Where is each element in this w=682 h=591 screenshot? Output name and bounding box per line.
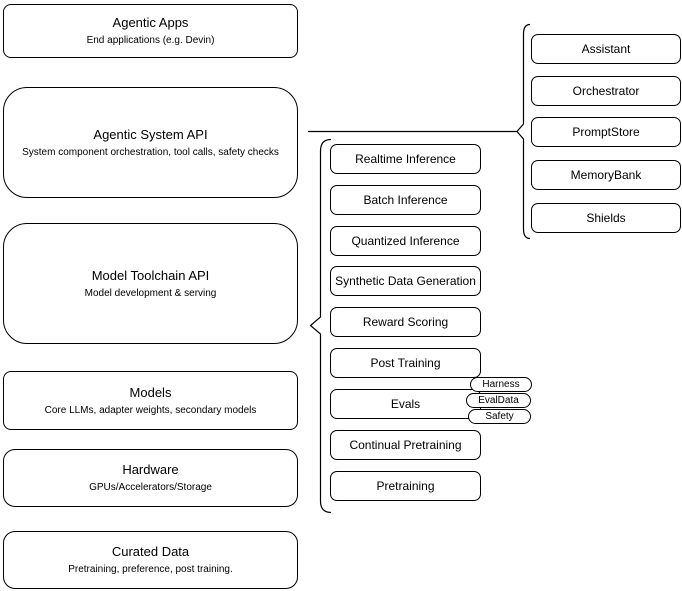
node-synthetic-data-generation: Synthetic Data Generation	[330, 266, 481, 296]
node-orchestrator: Orchestrator	[531, 76, 681, 106]
node-label: Continual Pretraining	[349, 438, 462, 452]
node-continual-pretraining: Continual Pretraining	[330, 430, 481, 460]
node-subtitle: Core LLMs, adapter weights, secondary mo…	[44, 404, 257, 416]
system-components-group-brace	[516, 23, 531, 240]
node-subtitle: Model development & serving	[84, 287, 217, 299]
node-post-training: Post Training	[330, 348, 481, 378]
node-label: Batch Inference	[363, 193, 448, 207]
node-label: Assistant	[581, 42, 631, 56]
node-title: Model Toolchain API	[91, 267, 210, 283]
node-reward-scoring: Reward Scoring	[330, 307, 481, 337]
node-realtime-inference: Realtime Inference	[330, 144, 481, 174]
tag-label: Safety	[485, 411, 514, 422]
node-memorybank: MemoryBank	[531, 160, 681, 190]
node-subtitle: System component orchestration, tool cal…	[22, 146, 279, 158]
node-batch-inference: Batch Inference	[330, 185, 481, 215]
node-subtitle: Pretraining, preference, post training.	[68, 564, 233, 575]
node-title: Models	[129, 384, 172, 400]
node-model-toolchain-api: Model Toolchain API Model development & …	[3, 223, 298, 344]
node-title: Agentic System API	[93, 126, 208, 142]
node-agentic-system-api: Agentic System API System component orch…	[3, 87, 298, 198]
tag-safety: Safety	[468, 409, 531, 424]
node-label: Orchestrator	[572, 84, 640, 98]
node-evals: Evals	[330, 389, 481, 419]
node-assistant: Assistant	[531, 34, 681, 64]
node-label: Pretraining	[376, 479, 435, 493]
node-title: Hardware	[122, 462, 179, 477]
node-label: Synthetic Data Generation	[335, 274, 476, 288]
node-agentic-apps: Agentic Apps End applications (e.g. Devi…	[3, 4, 298, 58]
node-subtitle: GPUs/Accelerators/Storage	[89, 482, 212, 493]
node-title: Agentic Apps	[112, 15, 189, 30]
node-hardware: Hardware GPUs/Accelerators/Storage	[3, 449, 298, 507]
node-label: Evals	[390, 397, 421, 411]
toolchain-group-brace	[309, 138, 332, 514]
node-label: PromptStore	[572, 125, 640, 139]
node-pretraining: Pretraining	[330, 471, 481, 501]
node-subtitle: End applications (e.g. Devin)	[86, 35, 215, 46]
node-label: Realtime Inference	[355, 152, 456, 166]
node-curated-data: Curated Data Pretraining, preference, po…	[3, 531, 298, 589]
tag-label: EvalData	[478, 395, 519, 406]
node-label: MemoryBank	[570, 168, 642, 182]
node-title: Curated Data	[111, 544, 190, 559]
node-label: Quantized Inference	[351, 234, 460, 248]
node-label: Shields	[586, 211, 626, 225]
node-quantized-inference: Quantized Inference	[330, 226, 481, 256]
node-shields: Shields	[531, 203, 681, 233]
node-label: Reward Scoring	[362, 315, 449, 329]
node-label: Post Training	[370, 356, 441, 370]
node-models: Models Core LLMs, adapter weights, secon…	[3, 371, 298, 430]
tag-harness: Harness	[470, 377, 532, 392]
tag-label: Harness	[482, 379, 520, 390]
tag-evaldata: EvalData	[466, 393, 531, 408]
node-promptstore: PromptStore	[531, 117, 681, 147]
